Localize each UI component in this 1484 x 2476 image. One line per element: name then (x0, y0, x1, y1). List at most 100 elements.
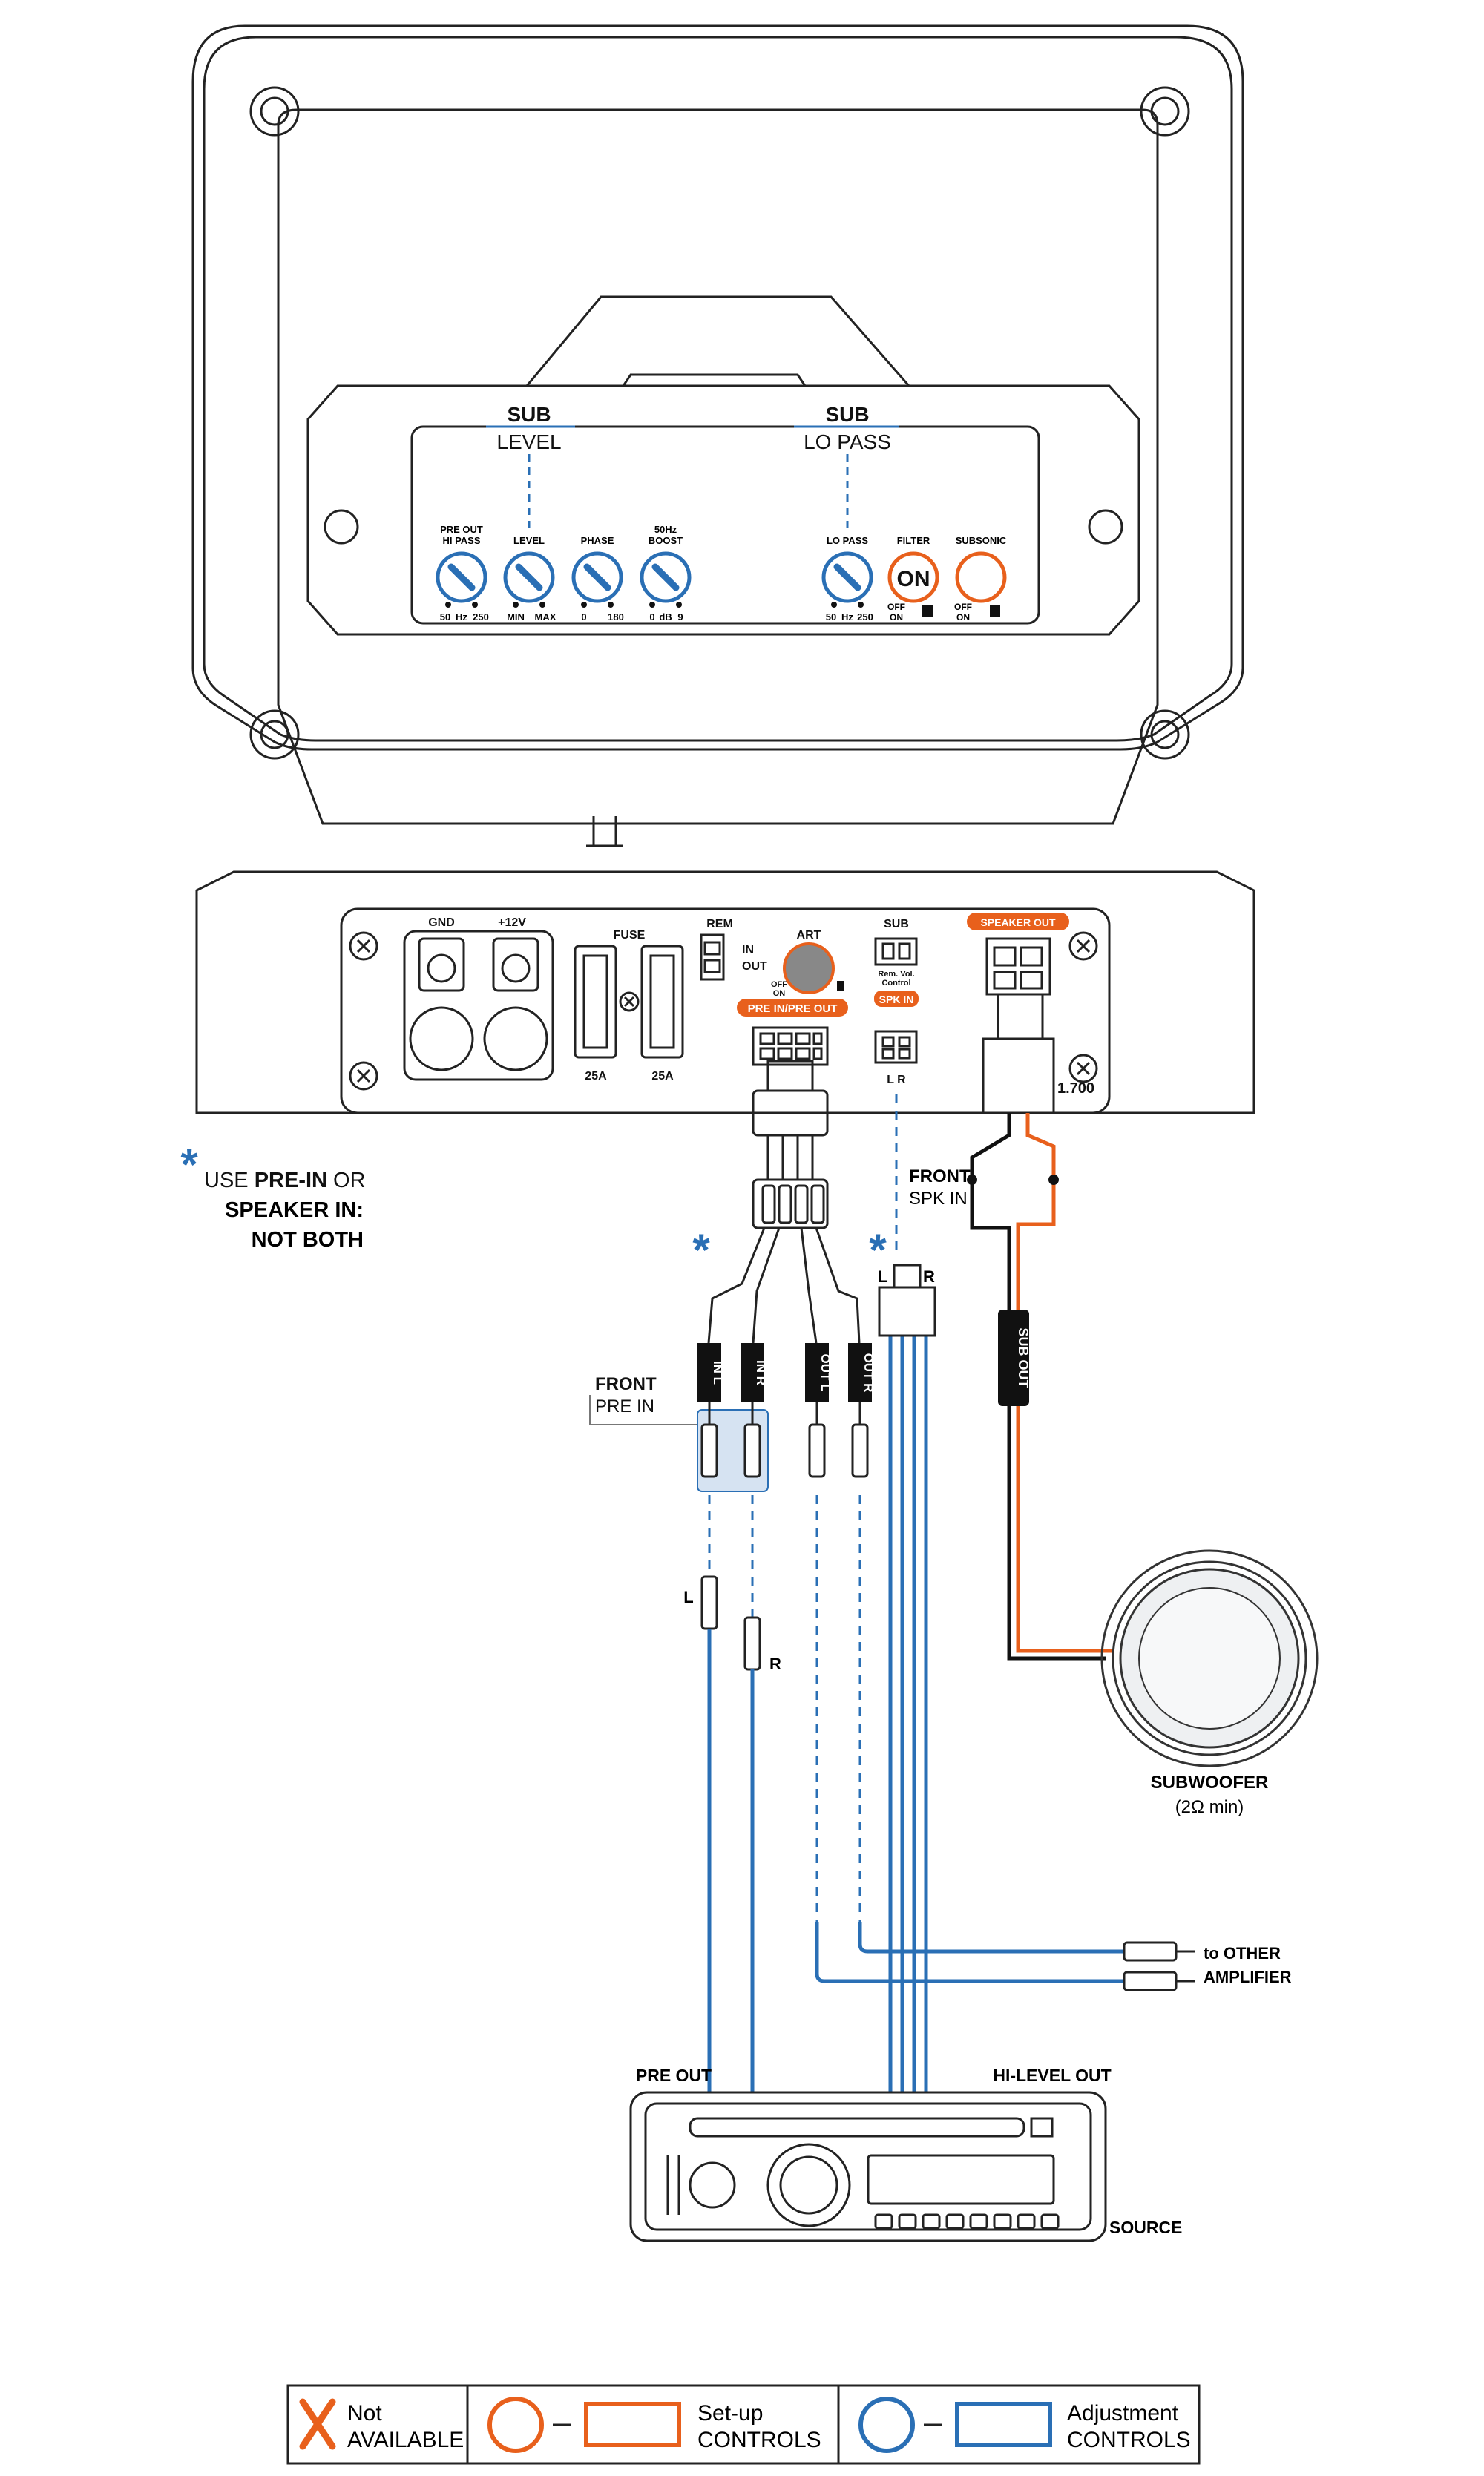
panel-labels: SUB LEVEL SUB LO PASS (486, 403, 899, 531)
to-other-2: AMPLIFIER (1204, 1968, 1292, 1986)
note-line-1: USE PRE-IN OR (204, 1169, 366, 1192)
spk-in-badge: SPK IN (879, 994, 914, 1005)
rem-vol-2: Control (881, 979, 910, 988)
subwoofer-label: SUBWOOFER (1151, 1773, 1269, 1793)
pre-harness (707, 1060, 861, 1344)
svg-text:180: 180 (608, 611, 624, 623)
svg-text:ON: ON (956, 612, 970, 623)
plug-r-label: R (923, 1267, 935, 1286)
sub-lopass-sub: LO PASS (804, 430, 891, 453)
sub-level-title: SUB (507, 403, 551, 426)
to-other-1: to OTHER (1204, 1944, 1281, 1963)
svg-text:ON: ON (897, 567, 930, 591)
in-r-label: IN R (754, 1360, 768, 1385)
svg-text:OFF: OFF (954, 602, 972, 612)
spk-in-plug (878, 1286, 936, 1337)
legend-setup-2: CONTROLS (697, 2428, 821, 2452)
front-pre-in-2: PRE IN (595, 1396, 654, 1416)
legend-adjust-2: CONTROLS (1067, 2428, 1191, 2452)
pre-in-out-badge: PRE IN/PRE OUT (748, 1002, 838, 1015)
rear-labels: GND +12V FUSE 25A 25A REM IN OUT ART OFF… (428, 913, 1094, 1097)
out-l-label: OUT L (818, 1354, 833, 1392)
art-off-label: OFF (771, 980, 787, 989)
hi-level-out-label: HI-LEVEL OUT (993, 2066, 1111, 2085)
svg-text:50Hz: 50Hz (654, 524, 677, 535)
knob-phase[interactable]: PHASE 0 180 (571, 535, 624, 623)
svg-text:50: 50 (826, 611, 836, 623)
lr-label: L R (887, 1074, 906, 1086)
svg-text:Hz: Hz (456, 611, 467, 623)
rem-out-label: OUT (742, 960, 767, 973)
art-on-label: ON (773, 989, 786, 998)
other-amp-plugs (1123, 1941, 1195, 1991)
legend-not-1: Not (347, 2401, 382, 2426)
rca-r-label: R (769, 1655, 781, 1673)
legend-setup-1: Set-up (697, 2401, 763, 2426)
svg-text:dB: dB (659, 611, 672, 623)
plug-l-label: L (878, 1267, 887, 1286)
sub-out-wires (967, 1113, 1113, 1661)
svg-text:9: 9 (677, 611, 683, 623)
svg-text:HI PASS: HI PASS (442, 535, 480, 546)
asterisk-pre: * (692, 1225, 710, 1275)
front-spk-in-2: SPK IN (909, 1189, 968, 1209)
sub-lopass-title: SUB (825, 403, 869, 426)
svg-text:0: 0 (649, 611, 654, 623)
fuse-label: FUSE (614, 929, 646, 942)
legend-adjust-1: Adjustment (1067, 2401, 1179, 2426)
gnd-label: GND (428, 916, 455, 929)
sub-out-label: SUB OUT (1016, 1328, 1031, 1388)
legend: Not AVAILABLE Set-up CONTROLS Adjustment… (286, 2384, 1201, 2465)
setup-circle-icon (487, 2397, 544, 2453)
rem-in-label: IN (742, 944, 754, 956)
setup-rect-icon (584, 2402, 681, 2447)
adjust-rect-icon (955, 2402, 1052, 2447)
knob-prehipass[interactable]: PRE OUT HI PASS 50 Hz 250 (436, 524, 489, 623)
subsonic-switch[interactable]: SUBSONIC OFF ON (954, 535, 1007, 623)
filter-switch[interactable]: FILTER ON OFF ON (887, 535, 939, 623)
pre-out-label: PRE OUT (636, 2066, 712, 2085)
knob-level[interactable]: LEVEL MIN MAX (503, 535, 556, 623)
legend-not-2: AVAILABLE (347, 2428, 464, 2452)
svg-text:FILTER: FILTER (897, 535, 930, 546)
subwoofer-min: (2Ω min) (1175, 1797, 1244, 1817)
source-label: SOURCE (1109, 2218, 1182, 2237)
svg-text:MAX: MAX (535, 611, 556, 623)
out-r-label: OUT R (861, 1353, 876, 1393)
knob-lopass[interactable]: LO PASS 50 Hz 250 (821, 535, 873, 623)
sub-out-tag (998, 1310, 1029, 1406)
note-line-3: NOT BOTH (252, 1228, 364, 1252)
in-l-label: IN L (711, 1361, 725, 1385)
front-spk-in-1: FRONT (909, 1166, 971, 1186)
svg-text:250: 250 (473, 611, 489, 623)
dashed-rca-links (708, 1094, 898, 1922)
signal-cables (707, 1336, 1124, 2092)
svg-text:50: 50 (440, 611, 450, 623)
subwoofer (1100, 1549, 1319, 1767)
svg-text:SUBSONIC: SUBSONIC (956, 535, 1007, 546)
svg-text:250: 250 (857, 611, 873, 623)
svg-text:Hz: Hz (841, 611, 853, 623)
asterisk-spk: * (869, 1225, 887, 1275)
svg-text:ON: ON (890, 612, 903, 623)
svg-text:LEVEL: LEVEL (513, 535, 545, 546)
model-label: 1.700 (1057, 1080, 1094, 1097)
rca-male-plugs (700, 1575, 761, 1671)
svg-text:MIN: MIN (507, 611, 525, 623)
svg-text:OFF: OFF (887, 602, 905, 612)
note-line-2: SPEAKER IN: (225, 1198, 364, 1222)
sub-level-sub: LEVEL (496, 430, 561, 453)
knob-boost[interactable]: 50Hz BOOST 0 dB 9 (640, 524, 692, 623)
source-head-unit (629, 2091, 1107, 2242)
rem-label: REM (706, 918, 733, 930)
rca-l-label: L (683, 1588, 693, 1606)
rem-vol-1: Rem. Vol. (878, 970, 914, 979)
svg-text:0: 0 (581, 611, 586, 623)
asterisk-note: * (180, 1140, 198, 1189)
art-label: ART (797, 929, 821, 942)
sub-label: SUB (884, 918, 909, 930)
front-pre-in-1: FRONT (595, 1374, 657, 1394)
not-available-icon (299, 2398, 336, 2450)
rca-female-connectors (700, 1402, 869, 1478)
speaker-out-badge: SPEAKER OUT (980, 916, 1056, 928)
